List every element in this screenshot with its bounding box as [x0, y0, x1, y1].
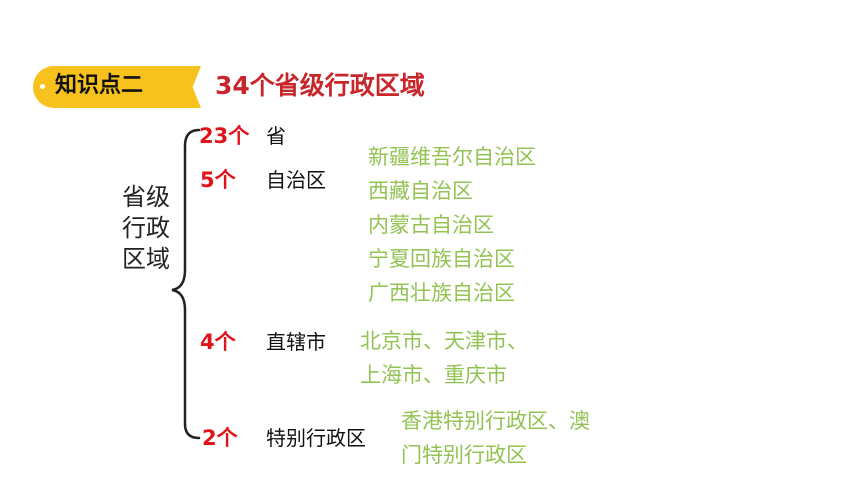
list-item: 上海市、重庆市 [360, 363, 507, 387]
side-label: 省级 行政 区域 [122, 182, 186, 275]
list-item: 广西壮族自治区 [368, 281, 515, 305]
count-sars: 2个 [202, 426, 238, 450]
count-provinces: 23个 [199, 124, 250, 148]
category-municipalities: 直辖市 [266, 330, 326, 354]
tag-dot-icon [40, 84, 45, 89]
section-tag-label: 知识点二 [55, 73, 144, 98]
autonomous-region-list: 新疆维吾尔自治区 西藏自治区 内蒙古自治区 宁夏回族自治区 广西壮族自治区 [368, 140, 536, 310]
side-label-line: 省级 [122, 183, 170, 211]
page-title: 34个省级行政区域 [215, 71, 425, 100]
list-item: 门特别行政区 [401, 443, 527, 467]
list-item: 宁夏回族自治区 [368, 247, 515, 271]
list-item: 北京市、天津市、 [360, 329, 528, 353]
list-item: 西藏自治区 [368, 179, 473, 203]
section-tag [33, 66, 201, 108]
sar-list: 香港特别行政区、澳 门特别行政区 [401, 404, 590, 472]
category-provinces: 省 [266, 124, 286, 148]
count-autonomous-regions: 5个 [200, 168, 236, 192]
count-municipalities: 4个 [200, 330, 236, 354]
category-autonomous-regions: 自治区 [266, 168, 326, 192]
category-sars: 特别行政区 [266, 426, 366, 450]
municipality-list: 北京市、天津市、 上海市、重庆市 [360, 324, 528, 392]
list-item: 香港特别行政区、澳 [401, 409, 590, 433]
list-item: 内蒙古自治区 [368, 213, 494, 237]
side-label-line: 行政 [122, 214, 170, 242]
side-label-line: 区域 [122, 245, 170, 273]
list-item: 新疆维吾尔自治区 [368, 145, 536, 169]
